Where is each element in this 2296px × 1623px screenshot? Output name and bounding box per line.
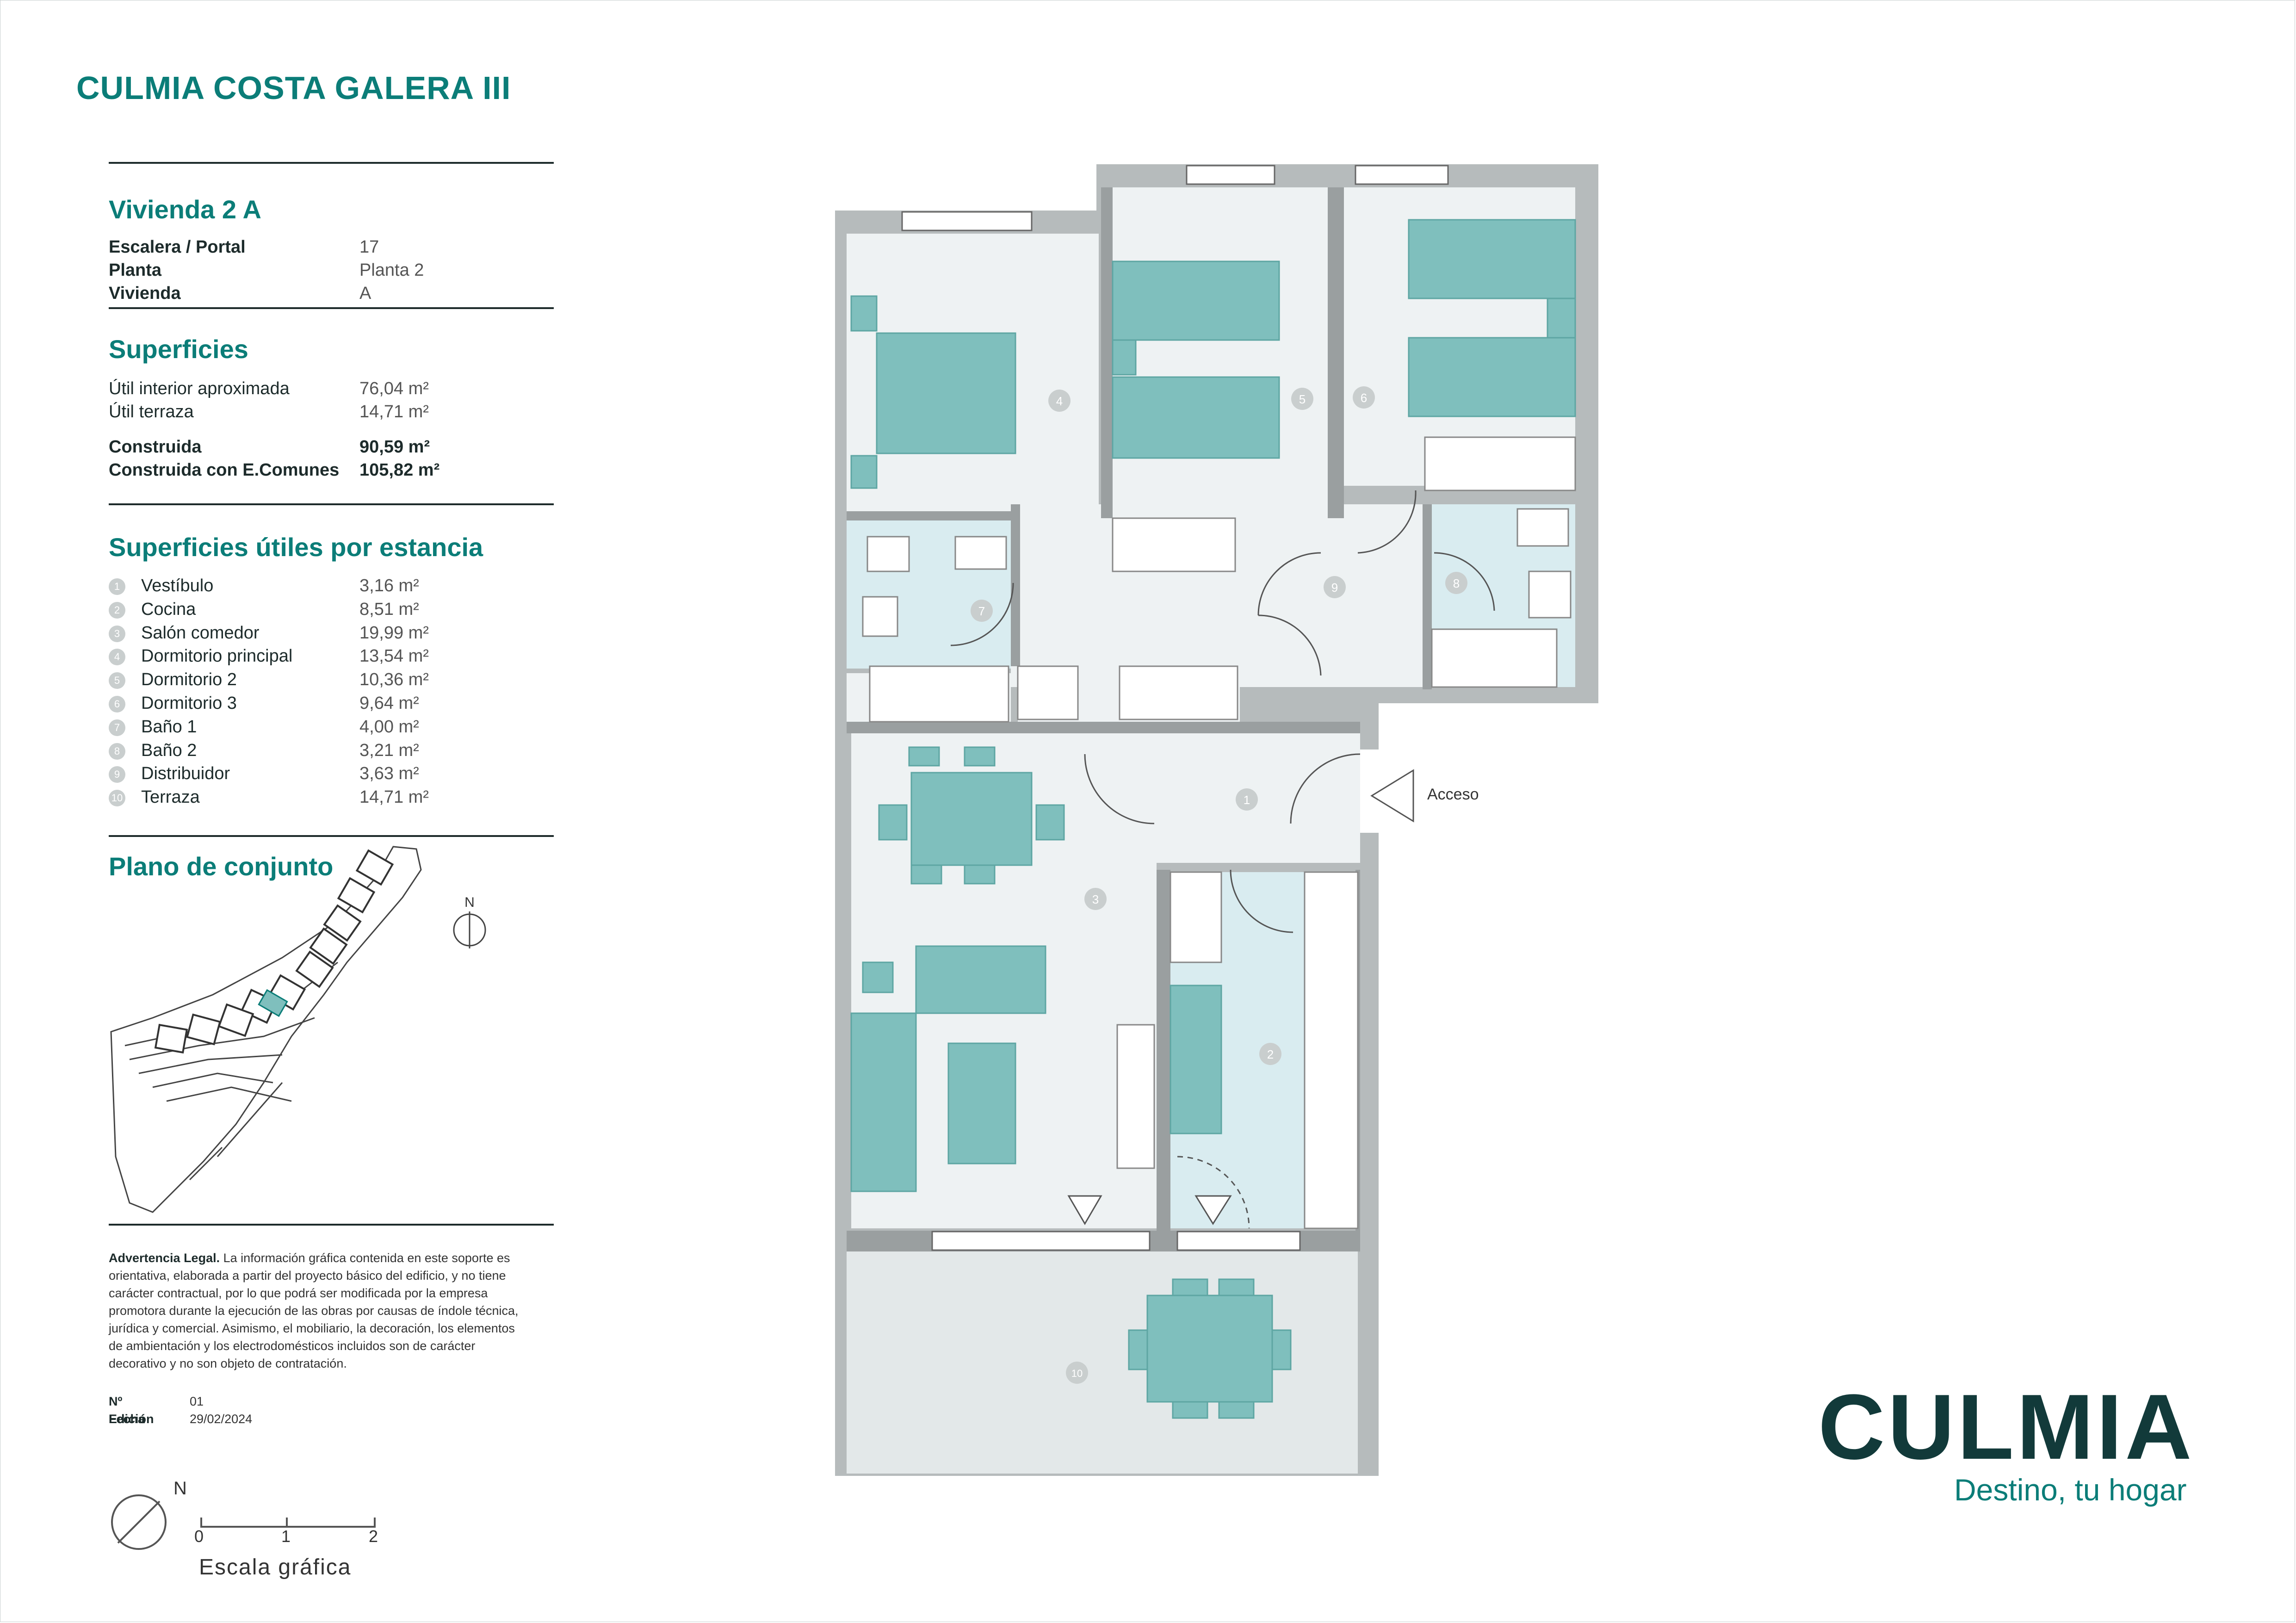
scale-north-label: N: [173, 1478, 187, 1499]
furniture: [850, 219, 1576, 1419]
room-marker-6: 6: [1353, 386, 1375, 409]
divider: [109, 307, 554, 309]
estancia-row: 9 Distribuidor 3,63 m²: [109, 762, 553, 785]
estancia-number: 8: [109, 743, 125, 760]
room-marker-1: 1: [1236, 788, 1258, 811]
room-marker-3: 3: [1084, 888, 1107, 910]
svg-text:10: 10: [1071, 1368, 1083, 1379]
estancia-value: 8,51 m²: [359, 600, 419, 619]
estancia-number: 3: [109, 626, 125, 642]
room-marker-9: 9: [1324, 576, 1346, 598]
divider: [109, 835, 554, 837]
estancia-number: 2: [109, 602, 125, 619]
estancia-label: Dormitorio 2: [141, 670, 237, 689]
estancia-row: 6 Dormitorio 3 9,64 m²: [109, 692, 553, 714]
scale-tick-1: 1: [281, 1527, 291, 1546]
divider: [109, 162, 554, 164]
estancia-value: 3,16 m²: [359, 576, 419, 595]
estancia-number: 4: [109, 649, 125, 665]
site-plan-highlight: [258, 989, 288, 1017]
project-title: CULMIA COSTA GALERA III: [76, 70, 511, 106]
estancia-label: Terraza: [141, 787, 200, 807]
graphic-scale: N: [111, 1478, 376, 1550]
estancia-number: 5: [109, 672, 125, 689]
svg-text:9: 9: [1331, 581, 1338, 595]
brand-logo: CULMIA: [1818, 1375, 2195, 1479]
room-markers: 1 2 3 4 5 6 7 8 9 10: [971, 386, 1467, 1384]
floor-plan: Acceso 1 2 3 4 5 6 7 8 9 10: [835, 164, 1598, 1476]
svg-text:1: 1: [1244, 793, 1250, 807]
estancia-value: 10,36 m²: [359, 670, 429, 689]
estancia-number: 6: [109, 696, 125, 712]
estancia-row: 1 Vestíbulo 3,16 m²: [109, 575, 553, 597]
estancia-value: 14,71 m²: [359, 787, 429, 807]
site-plan-north-label: N: [464, 895, 475, 910]
legal-notice: Advertencia Legal. La información gráfic…: [109, 1251, 519, 1370]
estancia-number: 1: [109, 578, 125, 595]
estancia-label: Baño 1: [141, 717, 197, 737]
plano-conjunto-title: Plano de conjunto: [109, 852, 334, 881]
scale-tick-2: 2: [369, 1527, 378, 1546]
estancias-title: Superficies útiles por estancia: [109, 533, 483, 562]
estancia-value: 19,99 m²: [359, 623, 429, 643]
superficies-title: Superficies: [109, 335, 248, 364]
estancia-number: 9: [109, 766, 125, 783]
svg-text:5: 5: [1299, 392, 1306, 406]
vivienda-title: Vivienda 2 A: [109, 195, 261, 224]
estancia-value: 3,21 m²: [359, 741, 419, 760]
estancia-value: 9,64 m²: [359, 694, 419, 713]
compass-icon: [111, 1494, 167, 1550]
divider: [109, 503, 554, 505]
estancia-label: Salón comedor: [141, 623, 260, 643]
room-marker-7: 7: [971, 600, 993, 622]
estancia-label: Vestíbulo: [141, 576, 214, 595]
estancia-number: 7: [109, 719, 125, 736]
estancia-row: 10 Terraza 14,71 m²: [109, 786, 553, 808]
site-plan: N: [110, 846, 486, 1213]
estancia-row: 5 Dormitorio 2 10,36 m²: [109, 669, 553, 691]
estancia-row: 3 Salón comedor 19,99 m²: [109, 622, 553, 644]
estancia-value: 3,63 m²: [359, 764, 419, 783]
estancia-label: Cocina: [141, 600, 196, 619]
estancia-label: Baño 2: [141, 741, 197, 760]
estancia-value: 13,54 m²: [359, 646, 429, 666]
scale-label: Escala gráfica: [199, 1555, 352, 1580]
estancia-row: 2 Cocina 8,51 m²: [109, 598, 553, 620]
estancia-row: 8 Baño 2 3,21 m²: [109, 739, 553, 762]
room-marker-8: 8: [1445, 572, 1467, 594]
room-marker-5: 5: [1291, 388, 1313, 410]
svg-text:2: 2: [1267, 1047, 1274, 1061]
brand-slogan: Destino, tu hogar: [1954, 1473, 2187, 1507]
scale-tick-0: 0: [194, 1527, 204, 1546]
estancia-row: 7 Baño 1 4,00 m²: [109, 716, 553, 738]
estancia-label: Dormitorio principal: [141, 646, 293, 666]
estancia-label: Distribuidor: [141, 764, 230, 783]
room-marker-2: 2: [1259, 1043, 1281, 1065]
estancia-row: 4 Dormitorio principal 13,54 m²: [109, 645, 553, 667]
estancia-value: 4,00 m²: [359, 717, 419, 737]
divider: [109, 1224, 554, 1226]
room-marker-4: 4: [1048, 390, 1071, 412]
svg-text:7: 7: [978, 604, 985, 618]
room-5: [1113, 187, 1328, 518]
acceso-label: Acceso: [1427, 786, 1479, 803]
svg-text:6: 6: [1361, 391, 1367, 405]
estancia-label: Dormitorio 3: [141, 694, 237, 713]
room-marker-10: 10: [1066, 1362, 1088, 1384]
svg-text:3: 3: [1092, 892, 1099, 906]
svg-text:8: 8: [1453, 576, 1460, 590]
svg-text:4: 4: [1056, 394, 1063, 408]
estancia-number: 10: [109, 790, 125, 806]
